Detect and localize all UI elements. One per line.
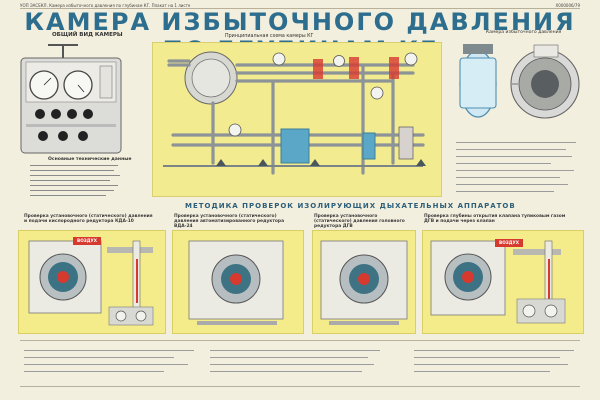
- panel-title: Проверка установочного (статического) да…: [314, 214, 405, 229]
- panel-title: Проверка установочного (статического) да…: [174, 214, 285, 229]
- panel-3-diagram: [320, 240, 408, 325]
- footer-line: [414, 371, 550, 373]
- footer-line: [24, 364, 188, 366]
- header-right-text: Х000006/79: [555, 3, 580, 8]
- panel-2: Проверка установочного (статического) да…: [172, 214, 304, 334]
- panel-title: Проверка глубины открытия клапана тупико…: [424, 214, 566, 224]
- data-line: [30, 195, 106, 197]
- panel-4: Проверка глубины открытия клапана тупико…: [422, 214, 584, 334]
- footer-line: [24, 357, 174, 359]
- panel-3-figure: [312, 230, 416, 334]
- scheme-diagram: [163, 51, 426, 175]
- panel-2-diagram: [188, 240, 284, 325]
- data-line: [456, 177, 560, 179]
- data-line: [30, 185, 118, 187]
- scheme-panel: [152, 42, 442, 197]
- data-line: [456, 142, 576, 144]
- data-line: [456, 149, 566, 151]
- scheme-title: Принципиальная схема камеры КГ: [225, 34, 314, 39]
- pressure-chamber-illustration: [459, 44, 580, 119]
- panel-2-figure: [172, 230, 304, 334]
- data-line: [30, 170, 114, 172]
- footer-line: [414, 350, 574, 352]
- chamber-device-illustration: [20, 44, 122, 154]
- general-view-title: ОБЩИЙ ВИД КАМЕРЫ: [52, 32, 123, 38]
- footer-line: [210, 364, 374, 366]
- footer-line: [414, 357, 560, 359]
- data-line: [456, 163, 551, 165]
- panel-1: Проверка установочного (статического) да…: [18, 214, 166, 334]
- footer-rule-top: [20, 340, 580, 341]
- data-line: [30, 175, 120, 177]
- air-label-2: ВОЗДУХ: [495, 239, 523, 247]
- panel-1-diagram: [28, 240, 154, 326]
- data-line: [30, 190, 114, 192]
- panel-4-diagram: [430, 240, 566, 324]
- footer-line: [210, 350, 380, 352]
- header-left-text: УОП ЭАСЕКЛ. Камера избыточного давления …: [20, 3, 191, 8]
- footer-line: [24, 371, 164, 373]
- data-line: [30, 180, 110, 182]
- footer-line: [24, 350, 194, 352]
- data-line: [456, 184, 568, 186]
- technical-data-title: Основные технические данные: [48, 157, 132, 162]
- panel-3: Проверка установочного (статического) да…: [312, 214, 416, 334]
- panel-title: Проверка установочного (статического) да…: [24, 214, 153, 224]
- header-rule: [20, 8, 580, 9]
- chamber-side-title: Камера избыточного давления: [486, 30, 562, 35]
- panel-4-figure: ВОЗДУХ: [422, 230, 584, 334]
- footer-line: [210, 357, 368, 359]
- footer-rule-bottom: [20, 386, 580, 387]
- panel-1-figure: ВОЗДУХ: [18, 230, 166, 334]
- footer-line: [414, 364, 568, 366]
- footer-line: [210, 371, 362, 373]
- data-line: [456, 170, 574, 172]
- data-line: [456, 191, 554, 193]
- method-title: МЕТОДИКА ПРОВЕРОК ИЗОЛИРУЮЩИХ ДЫХАТЕЛЬНЫ…: [185, 202, 516, 210]
- data-line: [456, 156, 572, 158]
- data-line: [30, 165, 118, 167]
- air-label-1: ВОЗДУХ: [73, 237, 101, 245]
